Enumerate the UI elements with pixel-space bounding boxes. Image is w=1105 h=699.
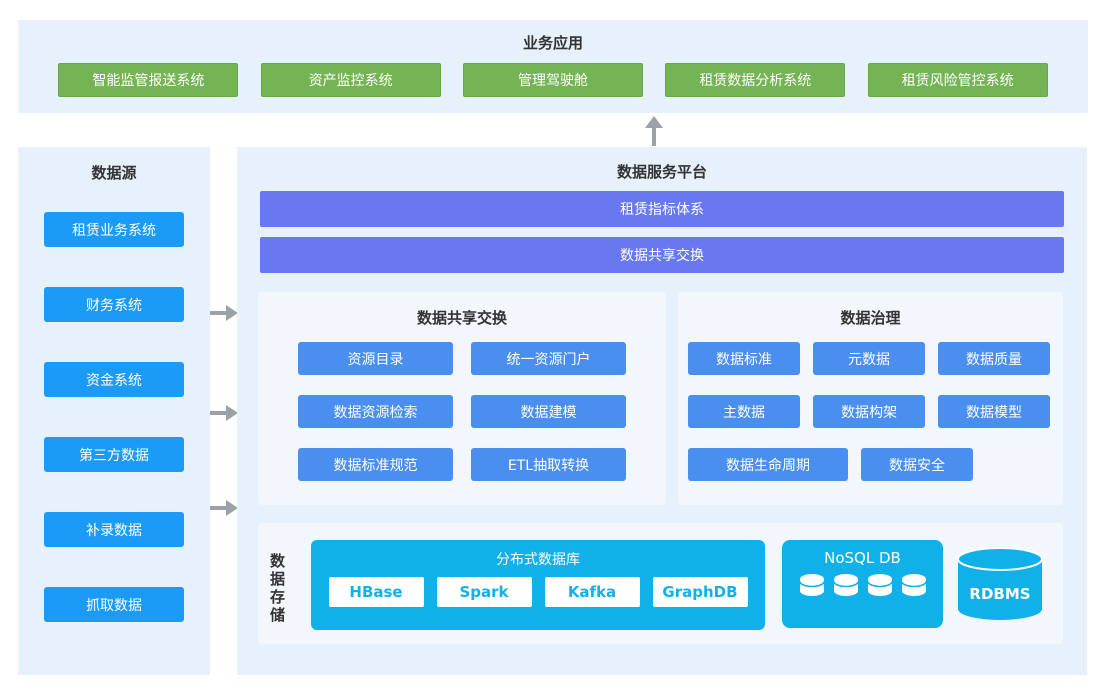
governance-row: 数据标准 元数据 数据质量 xyxy=(688,342,1063,375)
db-node-kafka: Kafka xyxy=(544,577,640,607)
database-cylinder-icon xyxy=(798,574,825,596)
gov-node-data-security: 数据安全 xyxy=(861,448,973,481)
gov-node-data-quality: 数据质量 xyxy=(938,342,1050,375)
database-cylinder-icon xyxy=(866,574,893,596)
app-node-risk-control: 租赁风险管控系统 xyxy=(867,63,1048,97)
governance-grid: 数据标准 元数据 数据质量 主数据 数据构架 数据模型 数据生命周期 数据安全 xyxy=(678,342,1063,481)
up-arrow-icon xyxy=(645,116,663,146)
data-sources-panel: 数据源 租赁业务系统 财务系统 资金系统 第三方数据 补录数据 抓取数据 xyxy=(18,147,210,675)
platform-title: 数据服务平台 xyxy=(616,163,707,181)
source-node-leasing-system: 租赁业务系统 xyxy=(44,212,184,247)
source-node-treasury-system: 资金系统 xyxy=(44,362,184,397)
gov-node-data-lifecycle: 数据生命周期 xyxy=(688,448,848,481)
app-node-management-cockpit: 管理驾驶舱 xyxy=(462,63,643,97)
rdbms-cylinder: RDBMS xyxy=(957,547,1043,623)
db-node-hbase: HBase xyxy=(328,577,424,607)
source-node-third-party-data: 第三方数据 xyxy=(44,437,184,472)
gov-node-data-standard: 数据标准 xyxy=(688,342,800,375)
right-arrow-icon xyxy=(210,500,238,516)
gov-node-metadata: 元数据 xyxy=(813,342,925,375)
business-apps-title: 业务应用 xyxy=(522,34,583,52)
business-apps-band: 业务应用 智能监管报送系统 资产监控系统 管理驾驶舱 租赁数据分析系统 租赁风险… xyxy=(18,20,1088,113)
sharing-grid: 资源目录 统一资源门户 数据资源检索 数据建模 数据标准规范 ETL抽取转换 xyxy=(258,342,666,481)
app-node-leasing-analytics: 租赁数据分析系统 xyxy=(665,63,846,97)
nosql-cylinder-row xyxy=(782,573,943,597)
gov-node-data-architecture: 数据构架 xyxy=(813,395,925,428)
database-cylinder-icon xyxy=(900,574,927,596)
business-apps-row: 智能监管报送系统 资产监控系统 管理驾驶舱 租赁数据分析系统 租赁风险管控系统 xyxy=(18,63,1088,97)
sharing-node-data-modeling: 数据建模 xyxy=(471,395,626,428)
rdbms-label: RDBMS xyxy=(969,585,1031,603)
data-sources-title: 数据源 xyxy=(91,164,137,182)
database-cylinder-icon xyxy=(832,574,859,596)
right-arrow-icon xyxy=(210,305,238,321)
bar-leasing-indicator-system: 租赁指标体系 xyxy=(260,191,1064,227)
governance-row: 主数据 数据构架 数据模型 xyxy=(688,395,1063,428)
source-node-supplementary-data: 补录数据 xyxy=(44,512,184,547)
sharing-node-data-standard-spec: 数据标准规范 xyxy=(298,448,453,481)
governance-panel: 数据治理 数据标准 元数据 数据质量 主数据 数据构架 数据模型 数据生命周期 … xyxy=(678,292,1063,505)
nosql-db-box: NoSQL DB xyxy=(782,540,943,628)
storage-panel: 数据存储 分布式数据库 HBase Spark Kafka GraphDB No… xyxy=(258,523,1063,644)
sharing-panel: 数据共享交换 资源目录 统一资源门户 数据资源检索 数据建模 数据标准规范 ET… xyxy=(258,292,666,505)
sharing-node-resource-catalog: 资源目录 xyxy=(298,342,453,375)
db-node-graphdb: GraphDB xyxy=(652,577,748,607)
source-node-finance-system: 财务系统 xyxy=(44,287,184,322)
gov-node-master-data: 主数据 xyxy=(688,395,800,428)
distributed-db-title: 分布式数据库 xyxy=(496,552,580,568)
sharing-panel-title: 数据共享交换 xyxy=(416,309,507,327)
bar-data-sharing-exchange: 数据共享交换 xyxy=(260,237,1064,273)
app-node-asset-monitoring: 资产监控系统 xyxy=(260,63,441,97)
storage-label: 数据存储 xyxy=(268,553,286,625)
db-node-spark: Spark xyxy=(436,577,532,607)
governance-panel-title: 数据治理 xyxy=(840,309,901,327)
sharing-node-etl-transform: ETL抽取转换 xyxy=(471,448,626,481)
source-node-crawled-data: 抓取数据 xyxy=(44,587,184,622)
nosql-db-title: NoSQL DB xyxy=(824,549,901,567)
gov-node-data-model: 数据模型 xyxy=(938,395,1050,428)
sharing-node-data-resource-search: 数据资源检索 xyxy=(298,395,453,428)
distributed-db-box: 分布式数据库 HBase Spark Kafka GraphDB xyxy=(311,540,765,630)
governance-row: 数据生命周期 数据安全 xyxy=(688,448,1063,481)
sharing-node-unified-resource-portal: 统一资源门户 xyxy=(471,342,626,375)
right-arrow-icon xyxy=(210,405,238,421)
database-cylinder-icon xyxy=(957,547,1043,620)
distributed-db-row: HBase Spark Kafka GraphDB xyxy=(311,577,765,607)
platform-panel: 数据服务平台 租赁指标体系 数据共享交换 数据共享交换 资源目录 统一资源门户 … xyxy=(237,147,1087,675)
app-node-regulatory-reporting: 智能监管报送系统 xyxy=(58,63,239,97)
